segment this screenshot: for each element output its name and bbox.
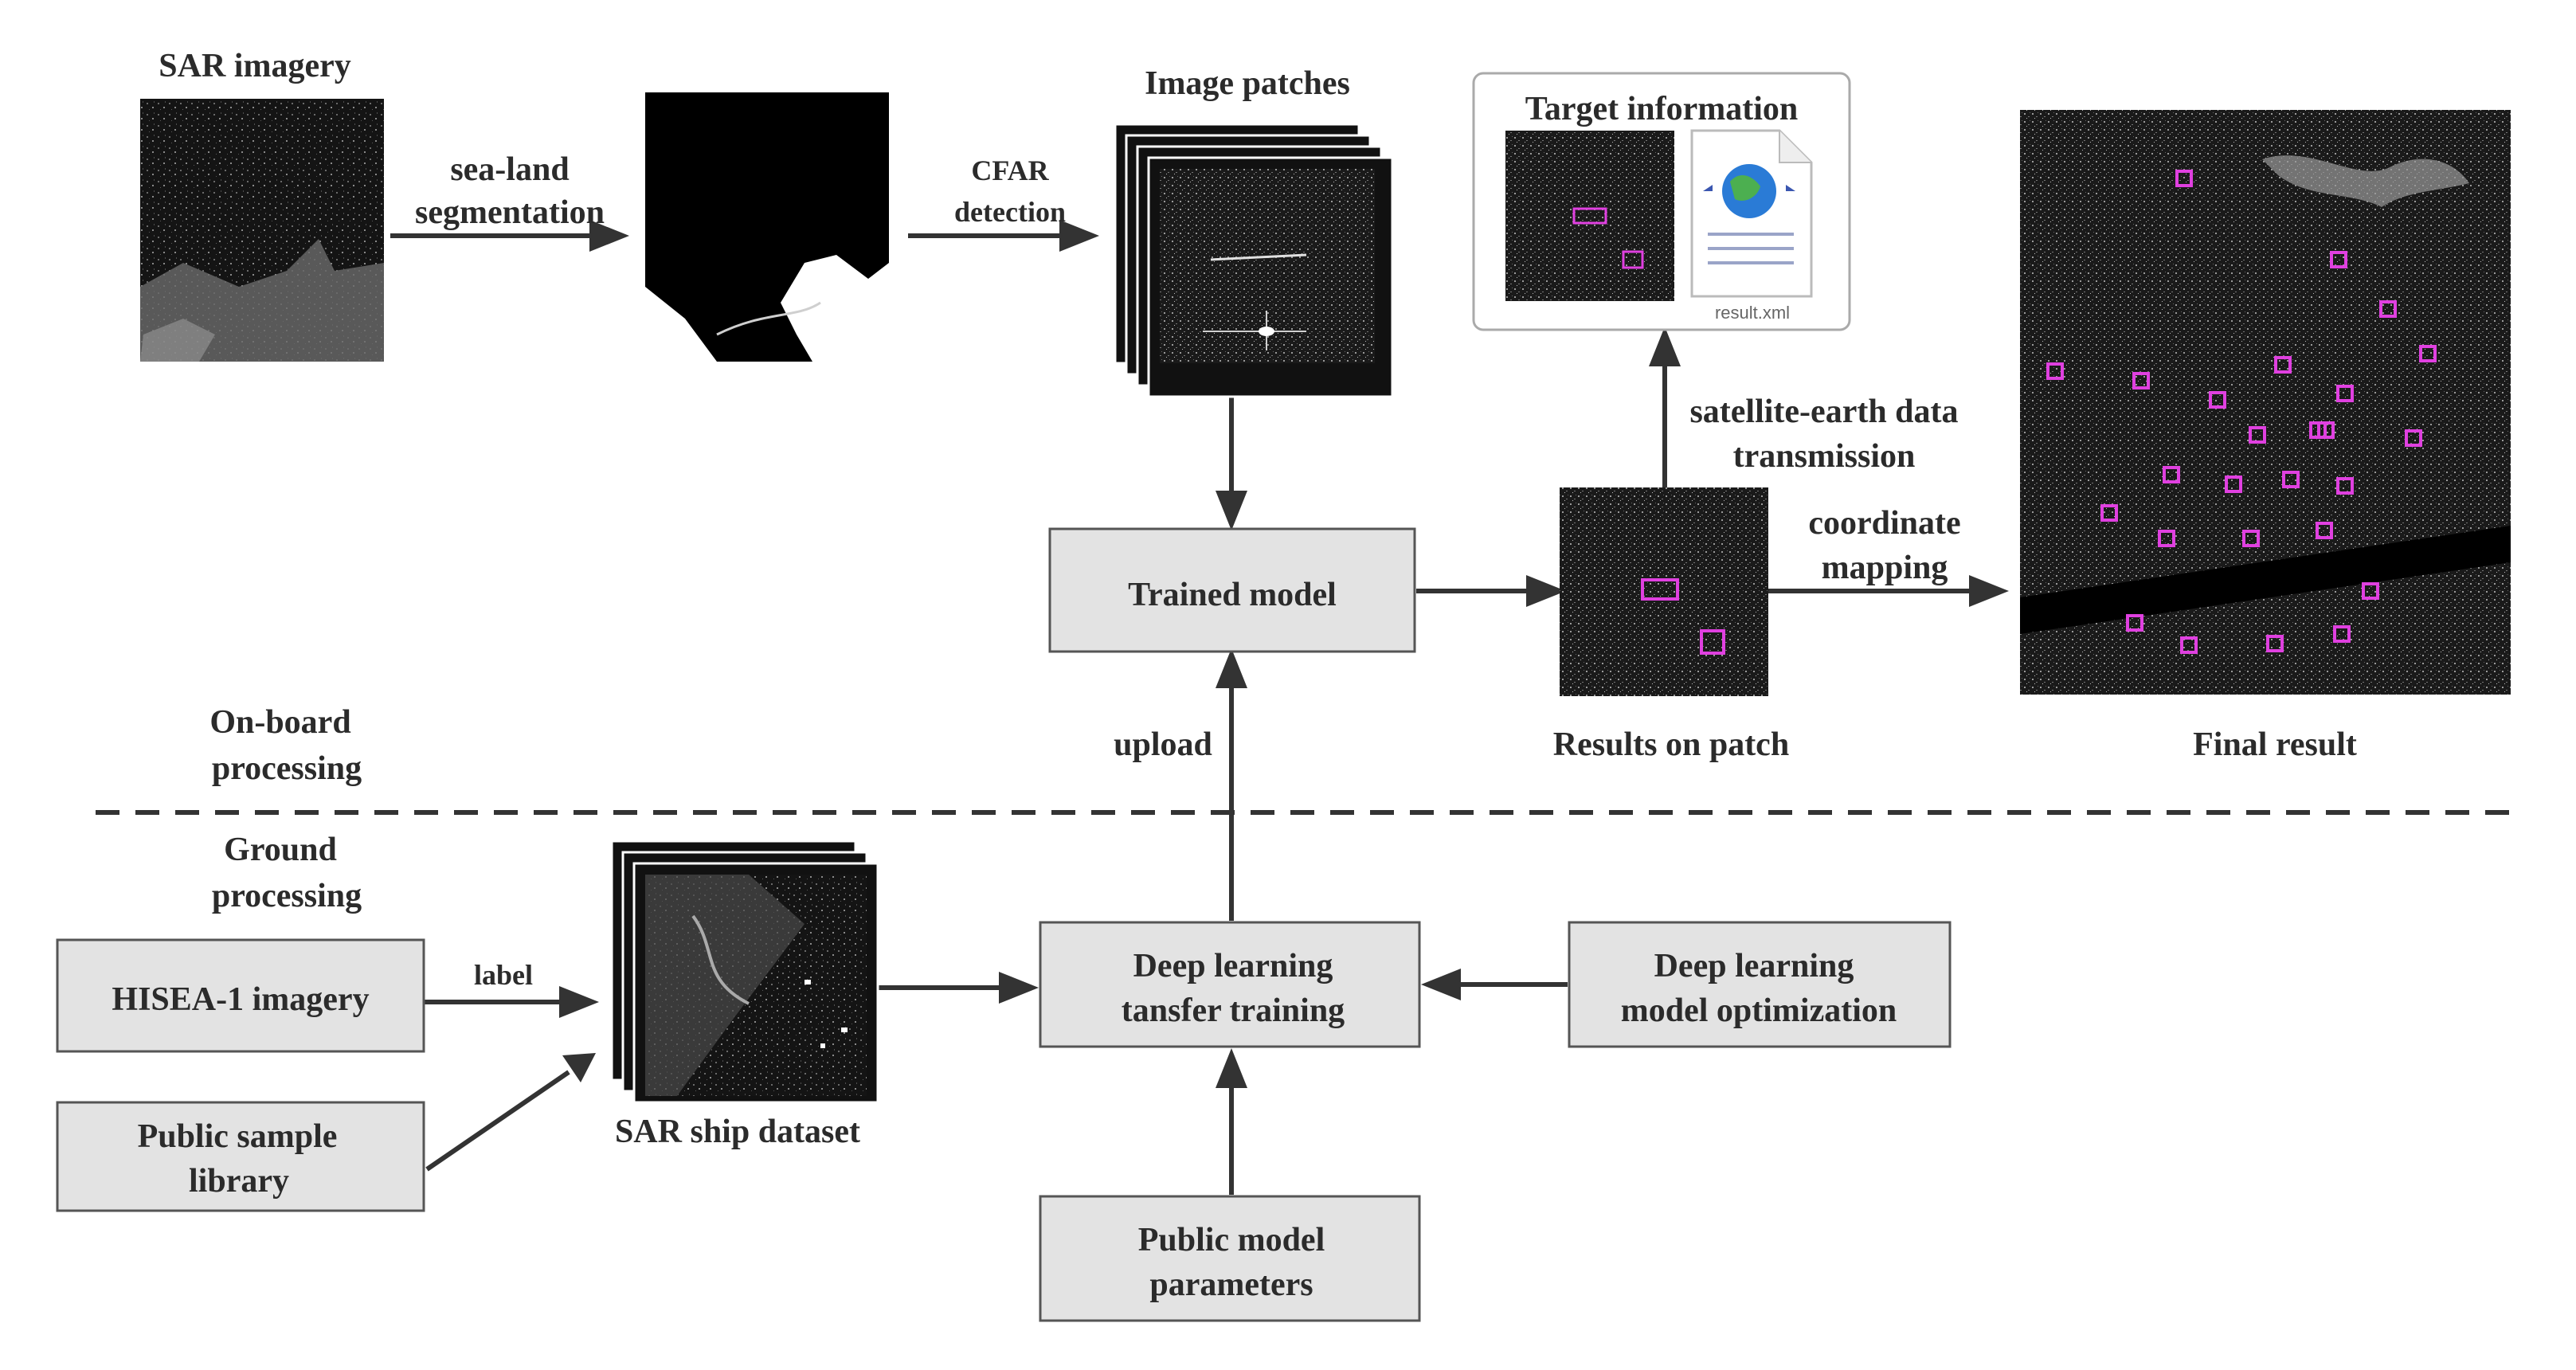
- detection-marker: [2336, 477, 2354, 495]
- sar-imagery-caption: SAR imagery: [159, 48, 350, 84]
- model-optimization-label-line2: model optimization: [1621, 992, 1897, 1029]
- arrow-dataset-to-training: [867, 972, 1039, 1004]
- arrow-public-sample: [425, 1053, 596, 1172]
- arrow-optimization: [1421, 969, 1568, 1000]
- detection-marker: [2362, 582, 2379, 600]
- public-sample-library-box: [56, 1101, 425, 1212]
- xml-file-icon: [1690, 129, 1813, 298]
- detection-marker: [2405, 429, 2422, 447]
- model-optimization-label-line1: Deep learning: [1654, 948, 1854, 984]
- transfer-training-box: [1039, 921, 1421, 1048]
- sar-ship-dataset-caption: SAR ship dataset: [615, 1114, 860, 1150]
- detection-marker: [2379, 300, 2397, 318]
- arrow-sea-land: [390, 220, 629, 252]
- detection-marker: [2158, 530, 2175, 547]
- results-on-patch-image: [1560, 487, 1768, 696]
- detection-marker: [2274, 356, 2292, 374]
- final-result-image: [2020, 110, 2511, 695]
- detection-marker: [2225, 476, 2242, 493]
- sea-land-label-line1: sea-land: [450, 151, 569, 188]
- coordinate-label-line2: mapping: [1822, 550, 1948, 586]
- arrow-transmission: [1649, 327, 1681, 487]
- sar-ship-dataset-stack: [610, 840, 879, 1104]
- detection-marker: [2333, 625, 2351, 643]
- arrow-upload: [1216, 648, 1247, 921]
- detection-marker: [2126, 614, 2143, 632]
- public-model-parameters-box: [1039, 1195, 1421, 1322]
- detection-marker: [2330, 251, 2347, 268]
- arrow-model-to-results: [1416, 575, 1566, 607]
- detection-marker: [2249, 426, 2266, 444]
- arrow-label: [424, 986, 599, 1018]
- cfar-label-line1: CFAR: [971, 155, 1049, 186]
- sar-imagery-image: [140, 99, 384, 362]
- detection-marker: [2242, 530, 2260, 547]
- detection-marker: [2282, 471, 2300, 488]
- ground-label-line2: processing: [212, 878, 362, 914]
- detection-marker: [2175, 170, 2193, 187]
- transmission-label-line2: transmission: [1733, 438, 1916, 475]
- target-information-thumbnail: [1505, 131, 1674, 301]
- detection-marker: [2132, 372, 2150, 389]
- onboard-label-line1: On-board: [209, 704, 350, 741]
- detection-marker: [2209, 391, 2226, 409]
- transmission-label-line1: satellite-earth data: [1689, 393, 1958, 430]
- upload-label: upload: [1114, 726, 1212, 763]
- public-sample-label-line2: library: [189, 1163, 289, 1200]
- model-optimization-box: [1568, 921, 1952, 1048]
- arrow-public-params: [1216, 1048, 1247, 1195]
- public-params-label-line1: Public model: [1138, 1222, 1325, 1258]
- public-sample-label-line1: Public sample: [138, 1118, 338, 1155]
- detection-marker: [2266, 635, 2284, 652]
- final-result-caption: Final result: [2193, 726, 2357, 763]
- transfer-training-label-line2: tansfer training: [1122, 992, 1345, 1029]
- target-information-caption: Target information: [1525, 91, 1799, 127]
- onboard-label-line2: processing: [212, 750, 362, 787]
- detection-marker: [2309, 421, 2327, 439]
- detection-marker: [2100, 504, 2118, 522]
- trained-model-label: Trained model: [1128, 577, 1337, 613]
- arrow-patches-to-model: [1216, 389, 1247, 530]
- results-on-patch-caption: Results on patch: [1553, 726, 1789, 763]
- detection-marker: [2163, 466, 2180, 483]
- cfar-label-line2: detection: [954, 196, 1066, 228]
- sea-land-mask-image: [645, 92, 889, 362]
- detection-marker: [2336, 385, 2354, 402]
- image-patches-caption: Image patches: [1145, 65, 1350, 102]
- hisea-imagery-box: [56, 938, 425, 1053]
- sea-land-label-line2: segmentation: [415, 194, 605, 231]
- ground-label-line1: Ground: [224, 832, 337, 868]
- trained-model-box: [1048, 527, 1416, 653]
- detection-marker: [2419, 345, 2437, 362]
- arrow-cfar: [908, 220, 1099, 252]
- detection-marker: [2316, 522, 2333, 539]
- hisea-imagery-label: HISEA-1 imagery: [112, 981, 369, 1018]
- arrow-coordinate-mapping: [1768, 575, 2009, 607]
- label-edge-label: label: [474, 959, 533, 991]
- image-patches-stack: [1114, 123, 1394, 398]
- xml-file-name: result.xml: [1715, 303, 1790, 323]
- public-params-label-line2: parameters: [1149, 1266, 1313, 1303]
- detection-marker: [2180, 636, 2198, 654]
- detection-marker: [2046, 362, 2064, 380]
- transfer-training-label-line1: Deep learning: [1133, 948, 1333, 984]
- coordinate-label-line1: coordinate: [1808, 505, 1960, 542]
